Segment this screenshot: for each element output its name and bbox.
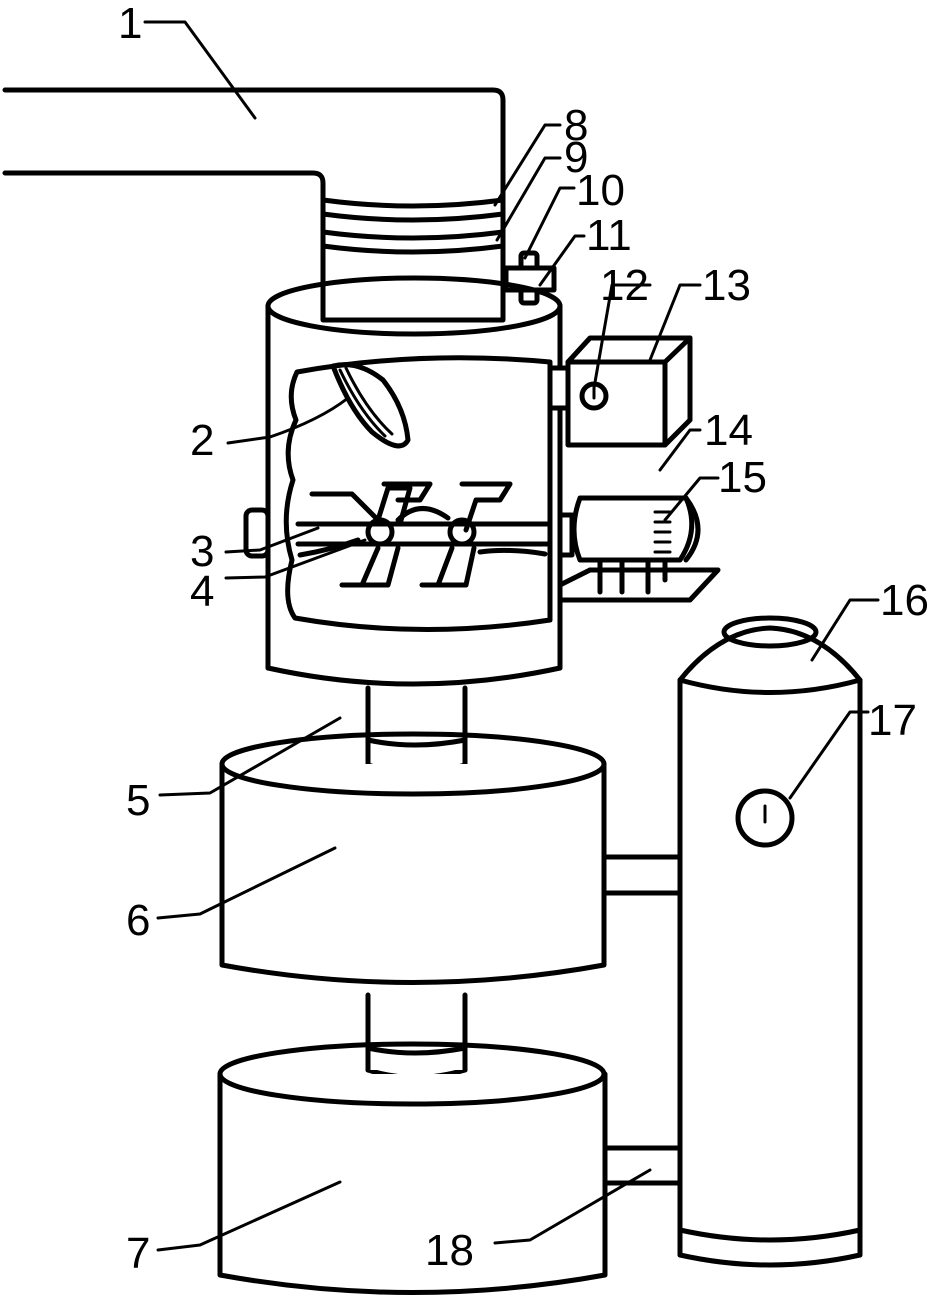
blade [330, 362, 411, 449]
label-15: 15 [718, 453, 767, 502]
label-8: 8 [564, 101, 588, 150]
label-7: 7 [126, 1229, 150, 1278]
label-9: 9 [564, 133, 588, 182]
label-2: 2 [190, 416, 214, 465]
pipes [601, 854, 683, 1186]
inlet-duct [2, 87, 506, 308]
leader-lines [143, 20, 880, 1252]
labels: 1 8 9 10 11 12 13 2 14 15 3 4 16 17 5 6 … [118, 0, 929, 1278]
motor [557, 495, 721, 603]
label-10: 10 [576, 166, 625, 215]
label-3: 3 [190, 527, 214, 576]
label-14: 14 [704, 406, 753, 455]
label-6: 6 [126, 896, 150, 945]
label-12: 12 [600, 261, 649, 310]
main-cylinder [265, 275, 563, 687]
label-4: 4 [190, 567, 214, 616]
control-box [547, 335, 693, 448]
label-13: 13 [702, 261, 751, 310]
tank-6 [219, 731, 607, 985]
paddles [297, 481, 548, 588]
duct-rings [320, 197, 506, 255]
label-11: 11 [586, 211, 632, 260]
label-17: 17 [868, 696, 917, 745]
mixing-chamber [283, 355, 553, 633]
label-16: 16 [880, 576, 929, 625]
label-1: 1 [118, 0, 142, 48]
tower [677, 615, 863, 1268]
label-5: 5 [126, 776, 150, 825]
tank-7 [217, 1041, 608, 1295]
label-18: 18 [425, 1226, 474, 1275]
